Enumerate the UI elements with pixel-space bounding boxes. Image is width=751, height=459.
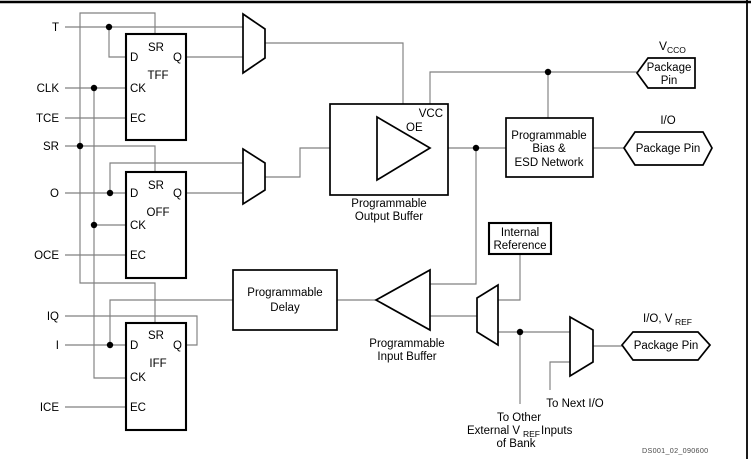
wire-sr-to-iff	[79, 146, 156, 323]
internal-reference-line-2: Reference	[493, 240, 546, 252]
io-vref-package-pin-shape	[620, 331, 712, 361]
mux2	[242, 147, 266, 206]
off-box	[124, 170, 188, 280]
off-name: OFF	[147, 207, 170, 219]
vcco-pin-text-1: Package	[647, 62, 692, 74]
figure-reference-number: DS001_02_090600	[642, 446, 708, 455]
input-label-i: I	[56, 340, 59, 352]
input-label-clk: CLK	[37, 83, 60, 95]
wire-t-to-tff-d	[108, 27, 126, 58]
junction-clk	[90, 84, 98, 92]
io-vref-pin-text: Package Pin	[634, 340, 699, 352]
off-port-ec: EC	[130, 250, 146, 262]
input-buffer-triangle	[374, 268, 431, 332]
off-port-d: D	[130, 188, 138, 200]
iff-port-q: Q	[173, 340, 182, 352]
bias-line-1: Programmable	[511, 130, 586, 142]
wire-o-to-mux2	[109, 162, 243, 193]
off-port-sr: SR	[148, 180, 164, 192]
to-next-io-label: To Next I/O	[546, 398, 604, 410]
delay-line-1: Programmable	[247, 287, 322, 299]
junction-vref	[516, 328, 524, 336]
wire-intref-to-mux3	[498, 254, 521, 301]
iff-port-sr: SR	[148, 330, 164, 342]
iff-box	[124, 321, 188, 432]
vcco-pin-text-2: Pin	[661, 75, 678, 87]
wire-sr-to-tff	[79, 12, 156, 146]
junction-sr	[76, 142, 84, 150]
junction-off-ck	[90, 221, 98, 229]
tff-port-ec: EC	[130, 113, 146, 125]
vcco-package-pin-shape	[635, 57, 696, 89]
programmable-delay-box	[232, 269, 338, 331]
internal-reference-line-1: Internal	[501, 227, 539, 239]
junction-vcco	[544, 68, 552, 76]
mux4	[569, 315, 594, 378]
wire-pad-to-input-buffer	[430, 148, 477, 285]
junction-dots	[76, 23, 552, 349]
vcco-label-sub: CCO	[667, 45, 686, 55]
internal-reference-box	[487, 221, 553, 256]
mux1	[242, 12, 266, 75]
wire-iq	[65, 315, 198, 346]
input-label-ice: ICE	[40, 402, 60, 414]
wire-vcc	[429, 71, 637, 104]
wire-to-next-io	[549, 361, 570, 390]
text-layer: T CLK TCE SR O OCE IQ I ICE SR D Q TFF C…	[34, 22, 708, 455]
bias-line-3: ESD Network	[514, 157, 583, 169]
io-pin-text: Package Pin	[636, 143, 701, 155]
io-vref-label-sub: REF	[675, 317, 692, 327]
iff-name: IFF	[149, 358, 166, 370]
input-buffer-caption-2: Input Buffer	[377, 351, 436, 363]
input-label-iq: IQ	[47, 311, 59, 323]
iff-port-ck: CK	[130, 372, 146, 384]
input-label-oce: OCE	[34, 250, 59, 262]
to-other-line-1: To Other	[497, 412, 541, 424]
off-port-q: Q	[173, 188, 182, 200]
tff-port-sr: SR	[148, 42, 164, 54]
io-pin-label: I/O	[660, 115, 675, 127]
shape-layer	[124, 12, 713, 432]
tff-port-q: Q	[173, 52, 182, 64]
io-package-pin-shape	[622, 131, 713, 166]
bias-esd-box	[505, 117, 594, 178]
tff-port-ck: CK	[130, 83, 146, 95]
io-vref-label-base: I/O, V	[643, 313, 673, 325]
to-other-line-2-rest: Inputs	[541, 425, 573, 437]
input-label-sr: SR	[43, 141, 59, 153]
tff-name: TFF	[147, 70, 168, 82]
delay-line-2: Delay	[270, 302, 300, 314]
off-port-ck: CK	[130, 220, 146, 232]
junction-o	[106, 189, 114, 197]
to-other-line-2-sub: REF	[523, 429, 540, 439]
wire-mux1-oe	[265, 42, 404, 128]
output-buffer-oe: OE	[406, 122, 423, 134]
input-buffer-caption-1: Programmable	[369, 338, 444, 350]
to-other-line-2-base: External V	[467, 425, 520, 437]
mux3	[476, 283, 499, 347]
output-buffer-caption-2: Output Buffer	[355, 211, 423, 223]
wire-clk-column	[93, 88, 126, 379]
to-other-line-3: of Bank	[497, 438, 536, 450]
iff-port-ec: EC	[130, 402, 146, 414]
tff-box	[124, 32, 188, 142]
vcco-label-base: V	[659, 39, 667, 53]
wire-delay-out	[109, 299, 233, 345]
bias-line-2: Bias &	[532, 143, 566, 155]
input-label-tce: TCE	[36, 113, 59, 125]
junction-i	[106, 341, 114, 349]
tff-port-d: D	[130, 52, 138, 64]
output-buffer-caption-1: Programmable	[351, 198, 426, 210]
junction-t	[105, 23, 113, 31]
input-label-o: O	[50, 188, 59, 200]
junction-pad	[472, 144, 480, 152]
output-buffer-triangle	[376, 115, 432, 182]
output-buffer-vcc: VCC	[419, 108, 443, 120]
iff-port-d: D	[130, 340, 138, 352]
input-label-t: T	[52, 22, 59, 34]
